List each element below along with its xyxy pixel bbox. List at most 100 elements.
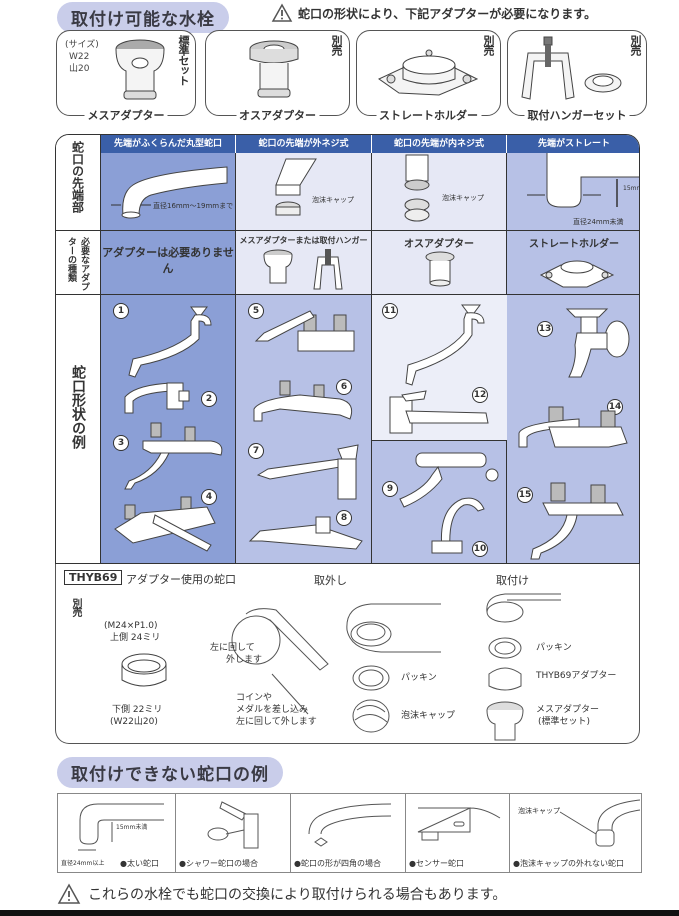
col-header-outer-thread: 蛇口の先端が外ネジ式 — [236, 135, 372, 153]
faucet-compat-table: 蛇口の先端部 必要なアダプターの種類 蛇口形状の例 先端がふくらんだ丸型蛇口 蛇… — [55, 134, 640, 564]
spec-bottom-2: (W22山20) — [110, 717, 158, 727]
sold-separately-tag: 別売 — [70, 598, 81, 616]
col-header-straight: 先端がストレート — [507, 135, 639, 153]
ni-caption: ●太い蛇口 — [120, 859, 159, 868]
example-number: 9 — [382, 481, 398, 497]
thyb69-section: THYB69 アダプター使用の蛇口 別売 (M24×P1.0) 上側 24ミリ … — [55, 564, 640, 744]
thyb69-code: THYB69 — [64, 570, 123, 585]
ni-square-faucet: ●蛇口の形が四角の場合 — [291, 794, 406, 872]
thick-faucet-icon — [78, 803, 164, 851]
example-number: 10 — [472, 541, 488, 557]
attach-part-standard-set: (標準セット) — [538, 717, 591, 727]
not-installable-title: 取付けできない蛇口の例 — [57, 757, 283, 788]
female-adapter-or-hanger-icon — [263, 249, 343, 290]
example-number: 11 — [382, 303, 398, 319]
example-number: 15 — [517, 487, 533, 503]
faucet-thermostatic-icon — [399, 452, 499, 554]
row-label-examples-text: 蛇口形状の例 — [70, 365, 86, 449]
hanger-set-icon — [521, 36, 622, 100]
ni-note-height: 15mm未満 — [116, 824, 148, 831]
row-label-adapter: 必要なアダプターの種類 — [56, 231, 101, 295]
faucet-wall-icon — [124, 382, 190, 414]
faucet-deck-icon — [254, 310, 355, 352]
example-number: 12 — [472, 387, 488, 403]
row-label-adapter-text: 必要なアダプターの種類 — [66, 237, 89, 291]
examples-cell-straight: 13 14 15 — [507, 295, 639, 563]
faucet-kitchen-icon — [248, 516, 363, 550]
adapter-type-inner: オスアダプター — [404, 239, 474, 250]
tip-cell-inner: 泡沫キャップ — [372, 153, 507, 231]
female-adapter-label: メスアダプター — [84, 107, 168, 123]
remove-heading: 取外し — [314, 574, 347, 587]
inner-thread-spout-icon — [404, 154, 430, 222]
adapter-hanger-set: 別売 取付ハンガーセット — [507, 30, 647, 123]
spec-top-2: 上側 24ミリ — [110, 633, 161, 643]
coin-note-2: メダルを差し込み — [236, 705, 309, 715]
tip-cell-round: 直径16mm～19mmまで — [101, 153, 236, 231]
ni-caption: ●センサー蛇口 — [409, 859, 464, 868]
faucet-two-handle-icon — [530, 482, 624, 560]
attach-heading: 取付け — [496, 574, 529, 587]
round-spout-icon — [111, 166, 228, 219]
ni-thick-faucet: 15mm未満 直径24mm以上 ●太い蛇口 — [58, 794, 176, 872]
adapter-cell-round: アダプターは必要ありません — [101, 231, 236, 295]
female-adapter-icon — [115, 39, 165, 100]
examples-cell-round: 1 2 3 4 — [101, 295, 236, 563]
ni-foam-cap-label: 泡沫キャップ — [518, 807, 560, 815]
male-adapter-label: オスアダプター — [236, 107, 319, 123]
col-header-inner-thread: 蛇口の先端が内ネジ式 — [372, 135, 507, 153]
standard-set-tag: 標準セット — [177, 35, 190, 85]
straight-holder-icon — [539, 260, 615, 288]
faucet-single-lever-icon — [389, 390, 489, 434]
attach-part-female-adapter: メスアダプター — [536, 705, 600, 715]
tip-note-round: 直径16mm～19mmまで — [153, 202, 234, 210]
male-adapter-icon — [249, 40, 299, 98]
adapter-cell-inner: オスアダプター — [372, 231, 507, 295]
not-installable-table: 15mm未満 直径24mm以上 ●太い蛇口 ●シャワー蛇口の場合 ●蛇口の形が四… — [57, 793, 642, 873]
tip-cell-straight: 15mm以上 直径24mm未満 — [507, 153, 639, 231]
attach-parts-icon — [486, 593, 561, 741]
spec-bottom: 下側 22ミリ — [112, 705, 163, 715]
row-label-tip-text: 蛇口の先端部 — [70, 141, 85, 213]
footer-text: これらの水栓でも蛇口の交換により取付けられる場合もあります。 — [88, 887, 507, 903]
row-label-examples: 蛇口形状の例 — [56, 295, 101, 563]
example-number: 7 — [248, 443, 264, 459]
shower-faucet-icon — [207, 801, 259, 849]
warning-icon — [57, 883, 81, 904]
ni-caption: ●蛇口の形が四角の場合 — [294, 859, 381, 868]
tip-note-outer: 泡沫キャップ — [312, 196, 354, 204]
thyb69-title: アダプター使用の蛇口 — [126, 573, 236, 586]
straight-holder-label: ストレートホルダー — [376, 107, 481, 123]
ni-caption: ●シャワー蛇口の場合 — [179, 859, 258, 868]
ni-note-diameter: 直径24mm以上 — [61, 860, 105, 867]
example-number: 8 — [336, 510, 352, 526]
sold-separately-tag: 別売 — [330, 35, 343, 55]
bottom-bar — [0, 910, 679, 916]
tip-note-straight: 直径24mm未満 — [573, 218, 624, 226]
faucet-wall-icon — [128, 306, 212, 378]
examples-cell-inner: 11 12 9 10 — [372, 295, 507, 563]
example-number: 1 — [113, 303, 129, 319]
row-label-tip: 蛇口の先端部 — [56, 135, 101, 231]
footer-note: これらの水栓でも蛇口の交換により取付けられる場合もあります。 — [57, 883, 507, 904]
remove-parts-icon — [346, 603, 441, 733]
example-number: 5 — [248, 303, 264, 319]
ni-sensor-faucet: ●センサー蛇口 — [406, 794, 510, 872]
example-number: 3 — [113, 435, 129, 451]
attach-part-thyb69: THYB69アダプター — [536, 671, 617, 681]
coin-note-3: 左に回して外します — [236, 717, 317, 727]
male-adapter-icon — [425, 251, 455, 287]
straight-holder-icon — [378, 49, 479, 96]
remove-part-foam-cap: 泡沫キャップ — [401, 711, 456, 721]
example-number: 2 — [201, 391, 217, 407]
square-faucet-icon — [308, 803, 392, 847]
rotate-note-1: 左に回して — [210, 643, 255, 653]
rotate-note-2: 外します — [226, 655, 263, 665]
adapter-female: (サイズ) W22 山20 標準セット メスアダプター — [56, 30, 196, 123]
faucet-single-lever-icon — [256, 444, 359, 500]
attach-part-packing: パッキン — [536, 643, 572, 653]
spec-top: (M24×P1.0) — [104, 621, 158, 631]
coin-removal-icon — [231, 608, 329, 715]
sold-separately-tag: 別売 — [482, 35, 495, 55]
adapter-straight-holder: 別売 ストレートホルダー — [356, 30, 501, 123]
